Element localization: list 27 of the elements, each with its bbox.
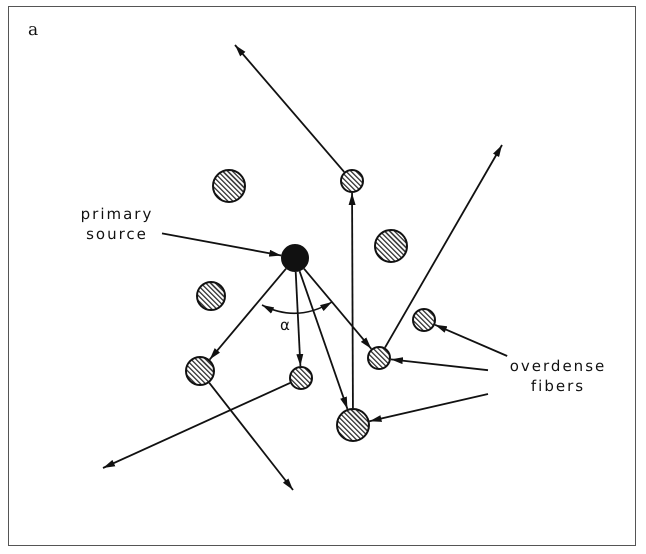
fiber-circle (212, 169, 246, 203)
fiber-circle (367, 346, 391, 370)
trajectory-arrow (303, 268, 372, 350)
callout-text: overdense fibers (488, 356, 628, 396)
trajectory-arrow (234, 44, 345, 172)
trajectory-arrow (208, 382, 294, 491)
trajectory-arrow (384, 144, 503, 348)
leader-arrow (162, 232, 282, 257)
fiber-circle (412, 308, 436, 332)
trajectory-arrow (298, 270, 348, 410)
trajectory-arrow (348, 193, 356, 408)
leader-arrow (369, 393, 488, 422)
leader-arrow (390, 357, 488, 372)
source-dot (281, 244, 309, 272)
angle-label: α (280, 316, 290, 334)
callout-text: primary source (72, 204, 162, 244)
fiber-circle (374, 229, 408, 263)
trajectory-arrow (102, 382, 290, 469)
panel-letter: a (28, 20, 38, 40)
trajectory-arrow (208, 268, 287, 360)
fiber-circle (289, 366, 313, 390)
fiber-circle (196, 281, 226, 311)
leader-arrow (434, 324, 508, 357)
fiber-circle (336, 408, 370, 442)
fiber-circle (340, 169, 364, 193)
trajectory-arrow (294, 272, 304, 366)
fiber-circle (185, 356, 215, 386)
